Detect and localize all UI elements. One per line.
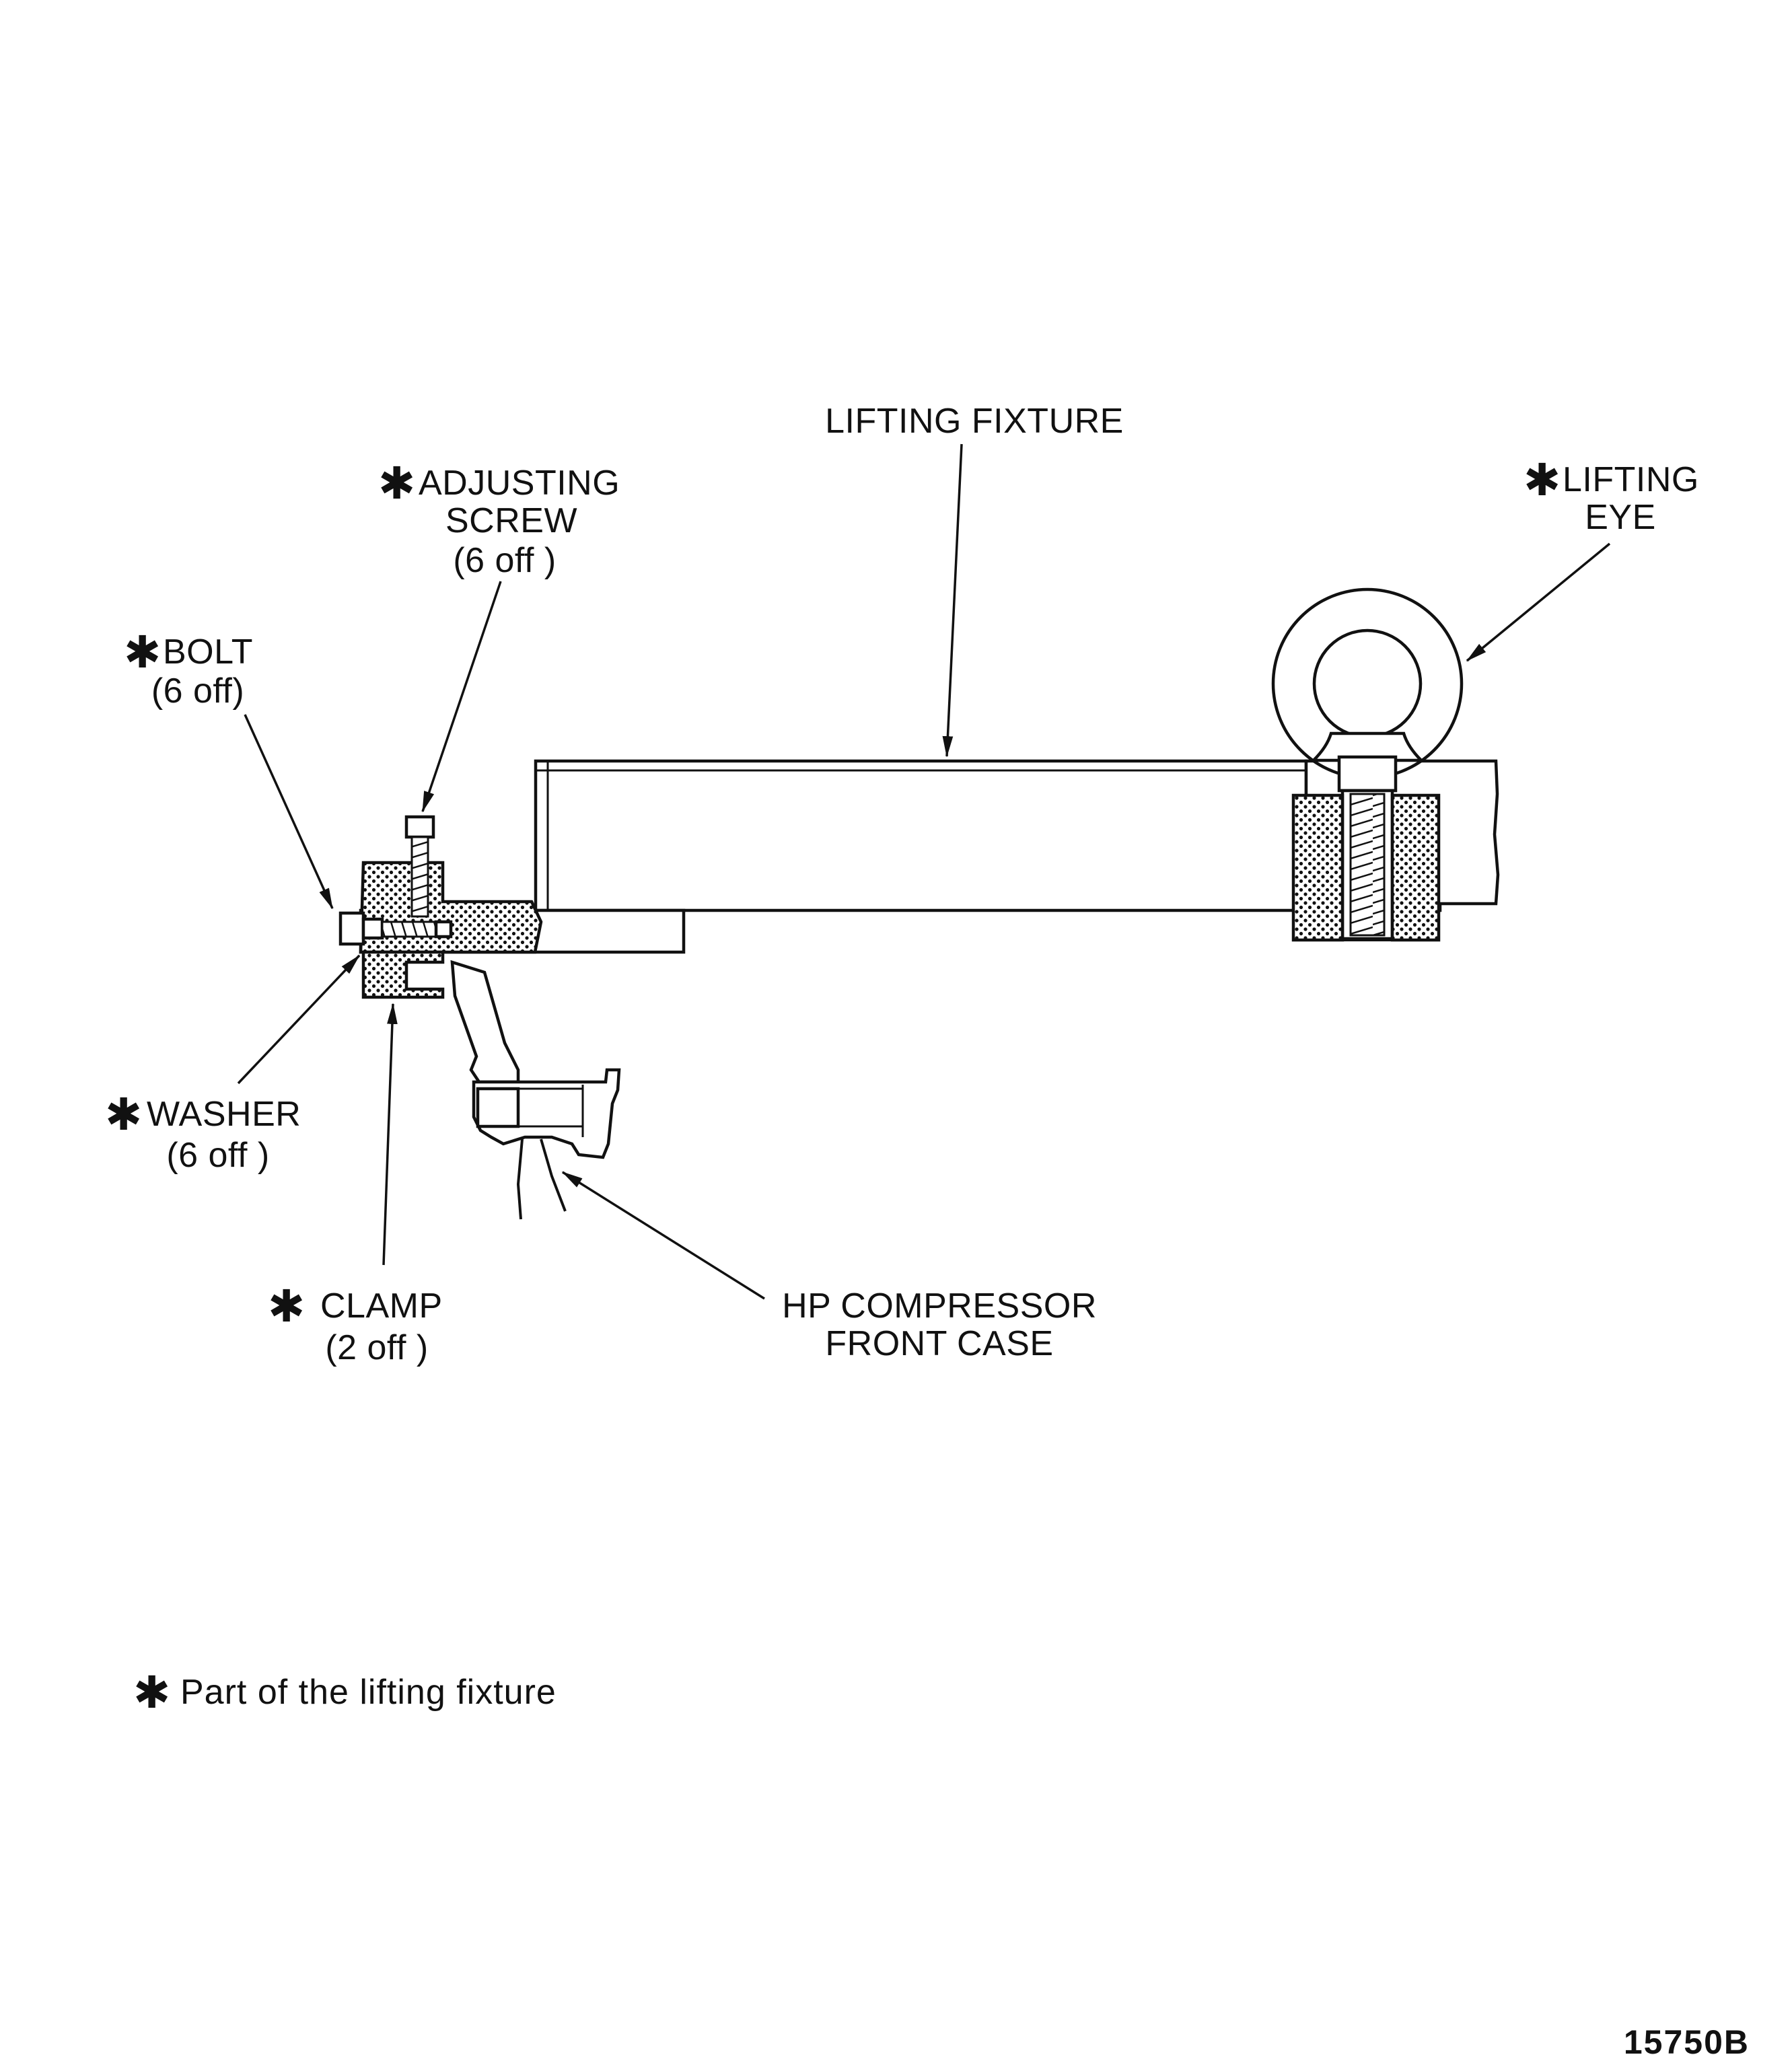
label-line: (6 off ) [166,1136,269,1175]
footnote: ✱ Part of the lifting fixture [133,1667,557,1717]
asterisk-mark: ✱ [105,1089,142,1139]
label-washer: ✱ WASHER (6 off ) [105,1089,301,1175]
label-line: SCREW [445,501,577,540]
asterisk-mark: ✱ [268,1281,305,1331]
leader-bolt [244,714,334,910]
label-line: ADJUSTING [419,464,620,503]
label-line: (2 off ) [325,1328,428,1367]
leader-lifting-eye [1466,542,1611,662]
asterisk-mark: ✱ [1524,455,1561,505]
leader-lines [237,443,1611,1300]
label-line: (6 off ) [453,541,556,580]
leader-clamp [382,1003,398,1266]
leader-hp-compressor [561,1171,765,1300]
leader-lifting-fixture [942,443,963,758]
asterisk-mark: ✱ [378,458,415,508]
leader-washer [237,954,361,1085]
bolt [338,911,453,946]
label-adjusting-screw: ✱ ADJUSTING SCREW (6 off ) [378,458,620,580]
label-line: HP COMPRESSOR [782,1287,1097,1326]
label-line: (6 off) [151,672,244,711]
label-line: LIFTING [1563,460,1699,499]
drawing [237,443,1611,1300]
labels: LIFTING FIXTURE ✱ LIFTING EYE ✱ ADJUSTIN… [105,402,1750,2061]
label-hp-compressor-front-case: HP COMPRESSOR FRONT CASE [782,1287,1097,1363]
eye-mounting-block [1291,793,1441,942]
label-line: FRONT CASE [825,1324,1053,1363]
label-lifting-fixture: LIFTING FIXTURE [825,402,1124,441]
label-bolt: ✱ BOLT (6 off) [124,627,253,711]
label-line: BOLT [163,632,253,672]
asterisk-mark: ✱ [133,1667,170,1717]
footnote-text: Part of the lifting fixture [180,1673,557,1712]
label-lifting-eye: ✱ LIFTING EYE [1524,455,1699,537]
asterisk-mark: ✱ [124,627,161,677]
figure-number: 15750B [1624,2023,1750,2061]
hp-compressor-front-case [450,960,621,1220]
label-line: CLAMP [320,1287,443,1326]
lifting-eye [1271,587,1464,941]
label-clamp: ✱ CLAMP (2 off ) [268,1281,443,1367]
label-line: WASHER [147,1095,301,1134]
label-line: EYE [1585,498,1656,537]
leader-adjusting-screw [421,581,502,813]
adjusting-screw [404,815,435,918]
